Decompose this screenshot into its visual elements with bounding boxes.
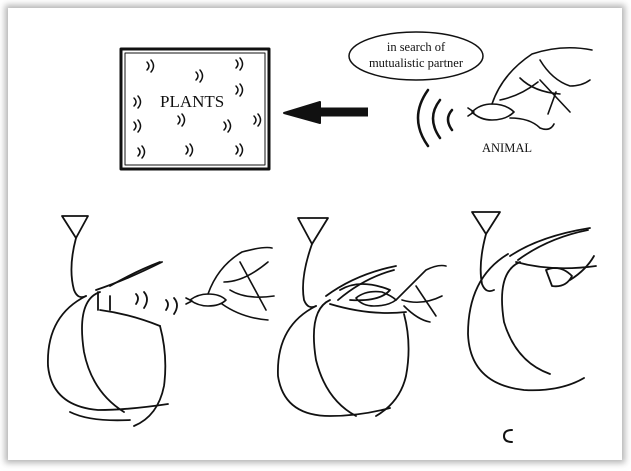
panel-c-mark xyxy=(504,430,512,442)
speech-line-2: mutualistic partner xyxy=(369,56,464,70)
animal-label: ANIMAL xyxy=(482,141,532,155)
bat-icon xyxy=(186,248,274,321)
pitcher-plant-3 xyxy=(468,212,596,390)
sound-wave-icon xyxy=(418,90,452,146)
pitcher-plant-2 xyxy=(278,218,409,416)
plants-label: PLANTS xyxy=(160,92,224,111)
arrow-left-icon xyxy=(284,102,368,123)
bat-icon xyxy=(468,48,592,130)
speech-line-1: in search of xyxy=(387,40,446,54)
pitcher-plant-1 xyxy=(48,216,177,426)
